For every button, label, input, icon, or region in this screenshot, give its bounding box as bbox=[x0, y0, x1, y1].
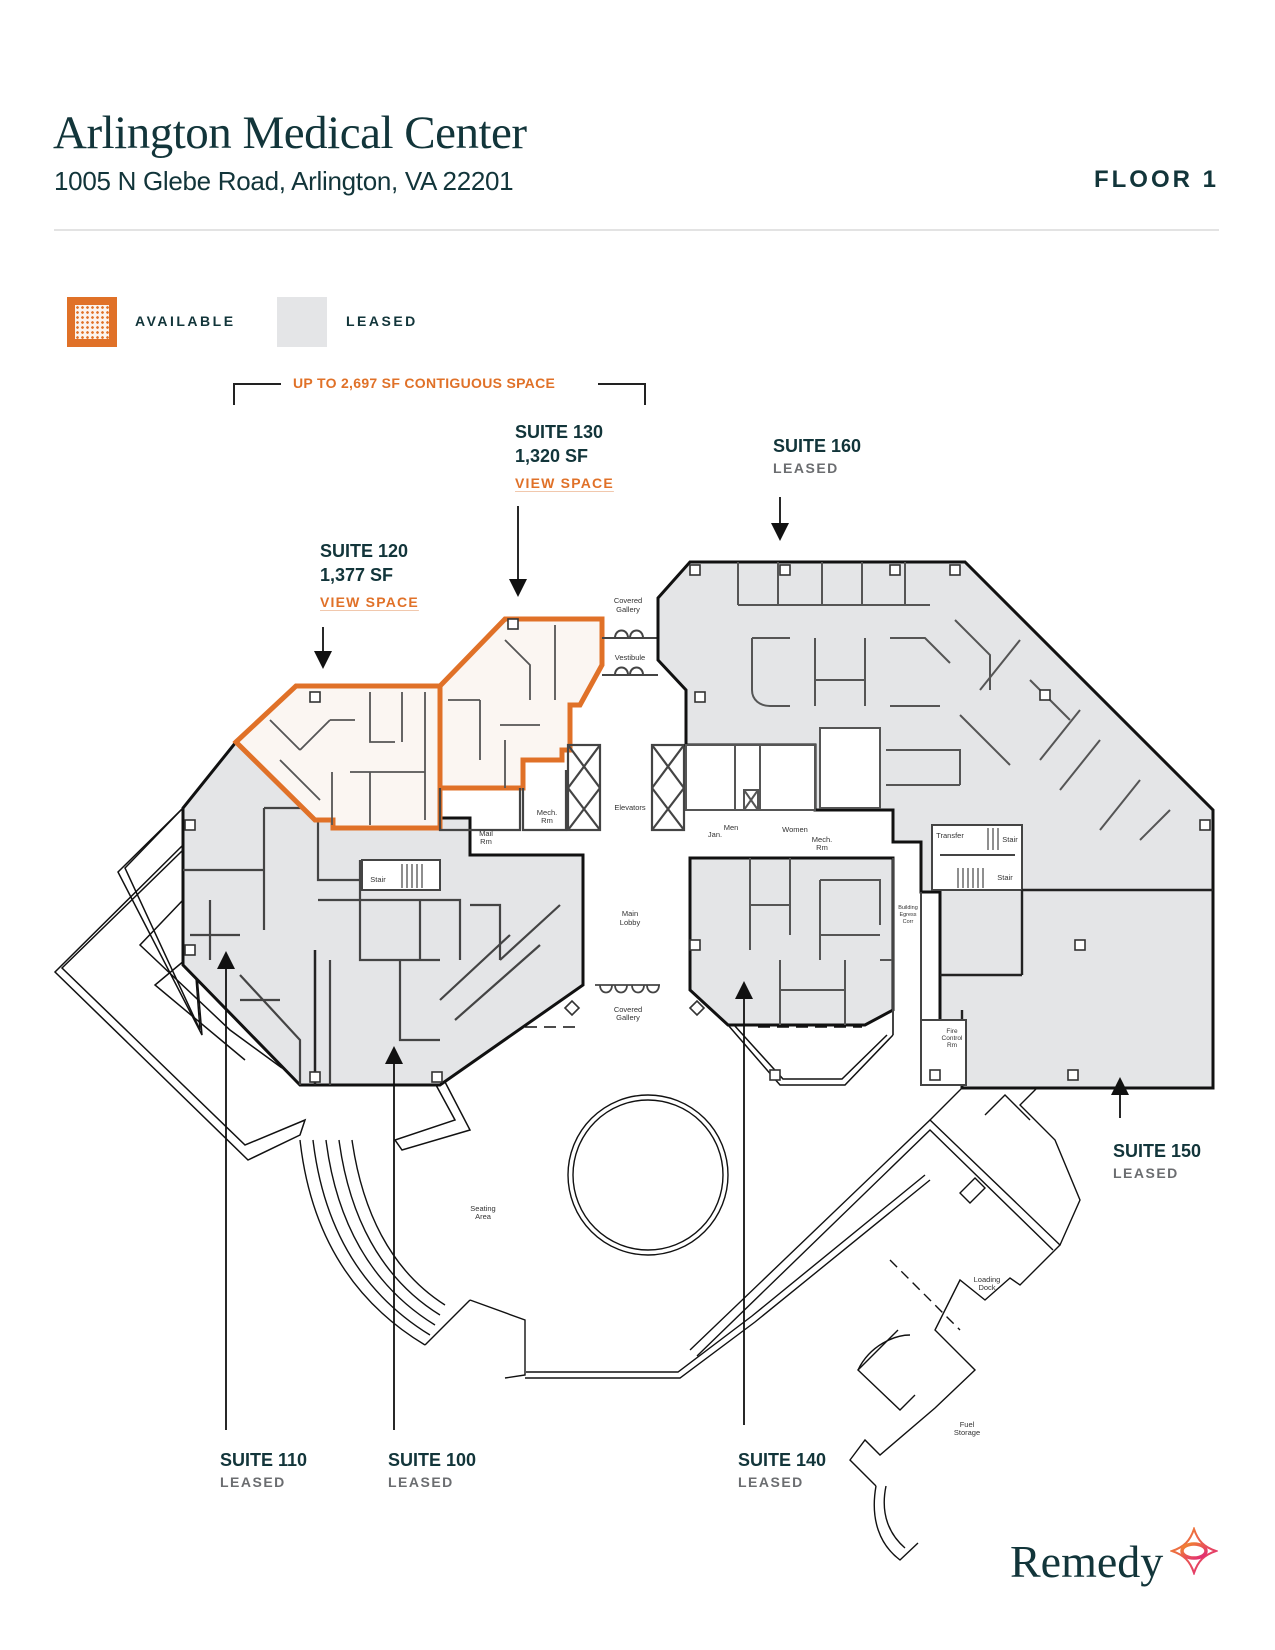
svg-text:Women: Women bbox=[782, 825, 808, 834]
svg-text:Main: Main bbox=[622, 909, 638, 918]
suite-120-callout: SUITE 120 1,377 SF VIEW SPACE bbox=[320, 539, 419, 613]
svg-text:Gallery: Gallery bbox=[616, 1013, 640, 1022]
svg-text:Vestibule: Vestibule bbox=[615, 653, 645, 662]
core-rooms bbox=[438, 743, 686, 832]
suite-130-walls bbox=[448, 625, 556, 788]
page-title: Arlington Medical Center bbox=[53, 107, 527, 159]
svg-text:Elevators: Elevators bbox=[614, 803, 646, 812]
suite-160-name: SUITE 160 bbox=[773, 436, 862, 456]
suite-100-status: LEASED bbox=[388, 1474, 454, 1490]
room-labels: Covered Gallery Vestibule Elevators Mail… bbox=[370, 596, 1018, 1437]
lower-wing-outline bbox=[727, 1024, 894, 1086]
suite-160-walls bbox=[737, 562, 1171, 841]
leased-swatch-icon bbox=[277, 297, 327, 347]
legend-available-label: AVAILABLE bbox=[135, 313, 236, 329]
available-swatch-icon bbox=[67, 297, 117, 347]
svg-text:Dock: Dock bbox=[978, 1283, 995, 1292]
stairs-right bbox=[931, 824, 1023, 891]
svg-text:Loading: Loading bbox=[974, 1275, 1001, 1284]
seating-steps bbox=[299, 1139, 526, 1379]
svg-text:Covered: Covered bbox=[614, 1005, 642, 1014]
suite-130-sf: 1,320 SF bbox=[515, 446, 589, 466]
svg-text:Rm: Rm bbox=[480, 837, 492, 846]
egress-corridor bbox=[892, 858, 967, 1086]
svg-text:Mech.: Mech. bbox=[537, 808, 557, 817]
floor-label: FLOOR 1 bbox=[1093, 166, 1219, 193]
suite-100-callout: SUITE 100 LEASED bbox=[388, 1448, 476, 1492]
contiguous-space-note: UP TO 2,697 SF CONTIGUOUS SPACE bbox=[293, 375, 556, 391]
suite-110-name: SUITE 110 bbox=[220, 1450, 308, 1470]
svg-text:Building: Building bbox=[898, 905, 918, 911]
suite-120-name: SUITE 120 bbox=[320, 541, 409, 561]
svg-text:Lobby: Lobby bbox=[620, 918, 641, 927]
columns bbox=[184, 564, 1211, 1083]
svg-text:Rm: Rm bbox=[541, 816, 553, 825]
svg-text:Rm: Rm bbox=[816, 843, 828, 852]
suite-130-callout: SUITE 130 1,320 SF VIEW SPACE bbox=[515, 420, 614, 494]
svg-text:Jan.: Jan. bbox=[708, 830, 722, 839]
suite-150-status: LEASED bbox=[1113, 1165, 1179, 1181]
svg-text:Storage: Storage bbox=[954, 1428, 980, 1437]
label-covered-gallery-top-1: Covered bbox=[614, 596, 642, 605]
brand-logo-text: Remedy bbox=[1010, 1536, 1164, 1587]
svg-text:Stair: Stair bbox=[370, 875, 386, 884]
suite-160-status: LEASED bbox=[773, 460, 839, 476]
svg-text:Control: Control bbox=[942, 1035, 964, 1042]
svg-text:Area: Area bbox=[475, 1212, 492, 1221]
suite-130-name: SUITE 130 bbox=[515, 422, 604, 442]
svg-text:Seating: Seating bbox=[470, 1204, 495, 1213]
leader-arrows bbox=[217, 497, 1129, 1430]
svg-text:Fire: Fire bbox=[946, 1028, 958, 1035]
suite-140-area bbox=[688, 856, 895, 1027]
stair-left bbox=[361, 859, 441, 891]
svg-text:Egress: Egress bbox=[899, 912, 916, 918]
suite-110-callout: SUITE 110 LEASED bbox=[220, 1448, 307, 1492]
planters bbox=[563, 999, 706, 1017]
suite-150-callout: SUITE 150 LEASED bbox=[1113, 1139, 1201, 1183]
suite-120-view-space-link[interactable]: VIEW SPACE bbox=[320, 594, 419, 610]
svg-text:Gallery: Gallery bbox=[616, 605, 640, 614]
suite-140-callout: SUITE 140 LEASED bbox=[738, 1448, 826, 1492]
suite-150-name: SUITE 150 bbox=[1113, 1141, 1202, 1161]
suite-160-callout: SUITE 160 LEASED bbox=[773, 434, 861, 478]
bracket-right bbox=[598, 383, 646, 405]
svg-text:Mail: Mail bbox=[479, 829, 493, 838]
suite-140-name: SUITE 140 bbox=[738, 1450, 827, 1470]
suite-130-area bbox=[437, 616, 605, 791]
bracket-left bbox=[233, 383, 281, 405]
restrooms bbox=[685, 744, 816, 811]
svg-text:Men: Men bbox=[724, 823, 739, 832]
suite-120-walls bbox=[269, 692, 426, 825]
suite-140-status: LEASED bbox=[738, 1474, 804, 1490]
building-address: 1005 N Glebe Road, Arlington, VA 22201 bbox=[54, 166, 514, 196]
header-divider bbox=[54, 229, 1219, 231]
suite-100-name: SUITE 100 bbox=[388, 1450, 477, 1470]
suite-120-area bbox=[232, 683, 443, 831]
svg-text:Covered: Covered bbox=[614, 596, 642, 605]
legend-leased-label: LEASED bbox=[346, 313, 418, 329]
svg-text:Rm: Rm bbox=[947, 1042, 957, 1049]
lobby-doors bbox=[595, 984, 660, 994]
brand-logo-mark-icon bbox=[1170, 1527, 1218, 1575]
loading-dock-wing bbox=[689, 1047, 1081, 1561]
svg-text:Transfer: Transfer bbox=[936, 831, 964, 840]
suite-130-view-space-link[interactable]: VIEW SPACE bbox=[515, 475, 614, 491]
vestibule bbox=[602, 629, 658, 676]
svg-text:Stair: Stair bbox=[1002, 835, 1018, 844]
svg-text:Corr: Corr bbox=[903, 919, 914, 925]
suite-110-status: LEASED bbox=[220, 1474, 286, 1490]
svg-text:Stair: Stair bbox=[997, 873, 1013, 882]
svg-text:Mech.: Mech. bbox=[812, 835, 832, 844]
svg-text:Fuel: Fuel bbox=[960, 1420, 975, 1429]
suite-120-sf: 1,377 SF bbox=[320, 565, 394, 585]
left-wing-walls bbox=[183, 806, 561, 1085]
suite-140-walls bbox=[749, 858, 893, 1025]
